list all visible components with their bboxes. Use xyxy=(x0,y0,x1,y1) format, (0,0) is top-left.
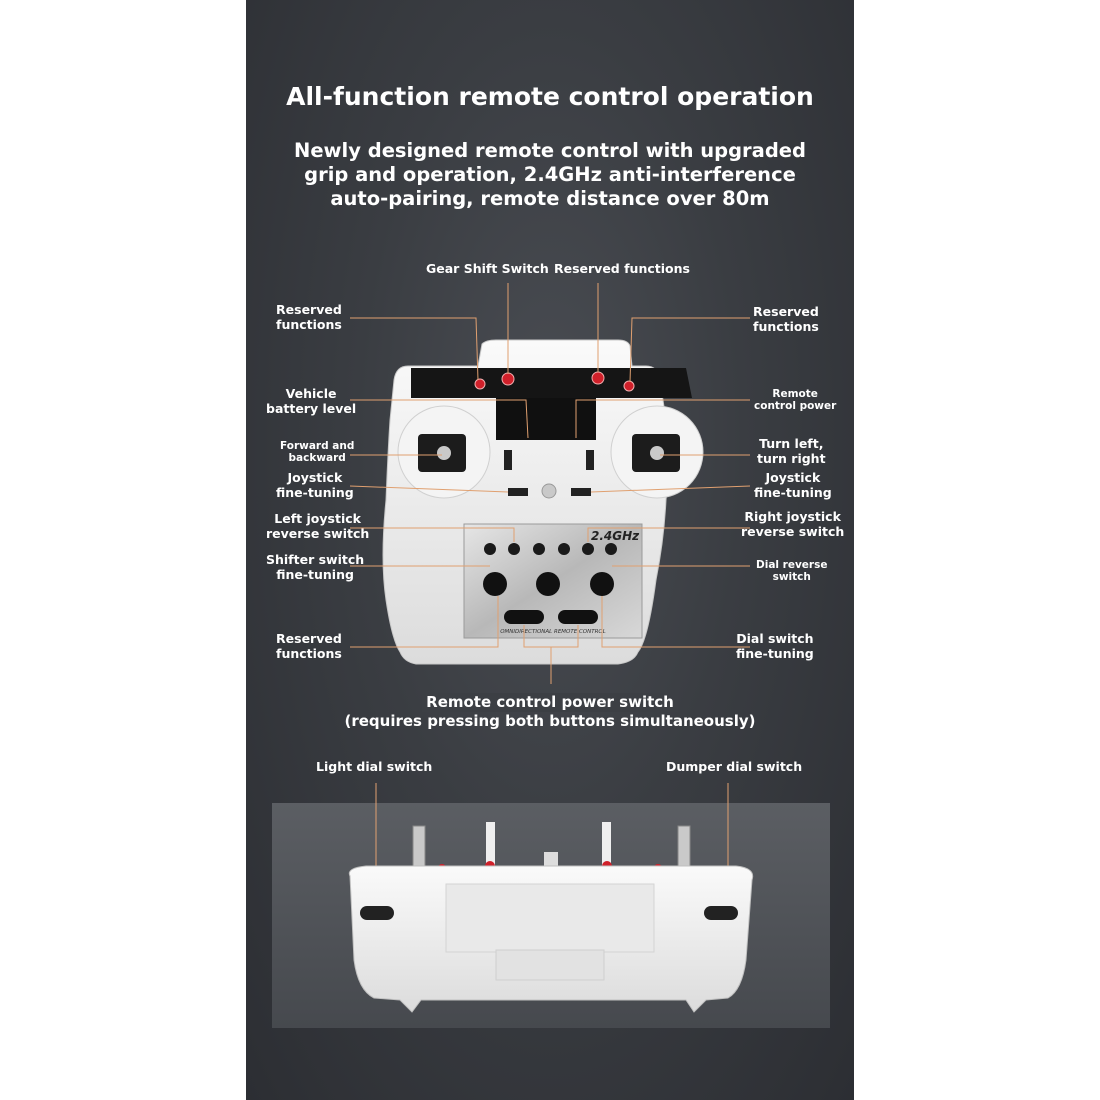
remote-bottom-view xyxy=(348,822,754,1013)
panel-toggle xyxy=(484,543,496,555)
brand-strip: OMNIDIRECTIONAL REMOTE CONTROL xyxy=(500,629,606,635)
subtitle-line: grip and operation, 2.4GHz anti-interfer… xyxy=(304,163,796,186)
label-dumper-dial: Dumper dial switch xyxy=(666,759,803,774)
dumper-dial xyxy=(704,906,738,920)
label-right-reverse: Right joystick reverse switch xyxy=(741,509,845,539)
label-turn: Turn left, turn right xyxy=(757,436,826,466)
dial-knob xyxy=(536,572,560,596)
power-switch-line1: Remote control power switch xyxy=(422,693,678,712)
panel-toggle xyxy=(605,543,617,555)
label-dial-reverse: Dial reverse switch xyxy=(756,559,828,583)
label-vehicle-battery: Vehicle battery level xyxy=(266,386,357,416)
top-switch-knob xyxy=(501,372,515,386)
label-remote-power: Remote control power xyxy=(754,388,837,412)
top-switch-knob xyxy=(474,378,486,390)
label-reserved-top-left: Reserved functions xyxy=(276,302,342,332)
panel-toggle xyxy=(558,543,570,555)
product-panel: All-function remote control operation Ne… xyxy=(246,0,854,1100)
dial-knob xyxy=(483,572,507,596)
label-joystick-right: Joystick fine-tuning xyxy=(754,470,832,500)
illustration: 2.4GHz OMNIDIRECTIONAL REMOTE CONTROL xyxy=(348,283,754,1013)
power-button xyxy=(504,610,544,624)
label-forward-backward: Forward and backward xyxy=(280,440,355,464)
label-reserved-top-right: Reserved functions xyxy=(753,304,819,334)
subtitle-line: Newly designed remote control with upgra… xyxy=(294,139,806,162)
panel-toggle xyxy=(508,543,520,555)
subtitle-line: auto-pairing, remote distance over 80m xyxy=(330,187,770,210)
label-shifter-fine: Shifter switch fine-tuning xyxy=(266,552,365,582)
label-reserved-top: Reserved functions xyxy=(554,261,690,276)
light-dial xyxy=(360,906,394,920)
leader-lines xyxy=(349,283,751,912)
dial-knob xyxy=(590,572,614,596)
label-light-dial: Light dial switch xyxy=(316,759,433,774)
label-dial-fine: Dial switch fine-tuning xyxy=(736,631,814,661)
page-title: All-function remote control operation xyxy=(286,82,814,111)
panel-toggle xyxy=(533,543,545,555)
band-label: 2.4GHz xyxy=(591,529,640,543)
label-joystick-left: Joystick fine-tuning xyxy=(276,470,354,500)
label-gear-shift-switch: Gear Shift Switch xyxy=(426,261,549,276)
power-switch-caption: Remote control power switch (requires pr… xyxy=(246,693,854,731)
top-switch-knob xyxy=(623,380,635,392)
remote-front-view: 2.4GHz OMNIDIRECTIONAL REMOTE CONTROL xyxy=(382,339,704,665)
panel-toggle xyxy=(582,543,594,555)
label-left-reverse: Left joystick reverse switch xyxy=(266,511,370,541)
label-reserved-bottom: Reserved functions xyxy=(276,631,342,661)
page-subtitle: Newly designed remote control with upgra… xyxy=(246,139,854,211)
power-switch-line2: (requires pressing both buttons simultan… xyxy=(344,712,756,730)
top-switch-knob xyxy=(591,371,605,385)
power-button xyxy=(558,610,598,624)
